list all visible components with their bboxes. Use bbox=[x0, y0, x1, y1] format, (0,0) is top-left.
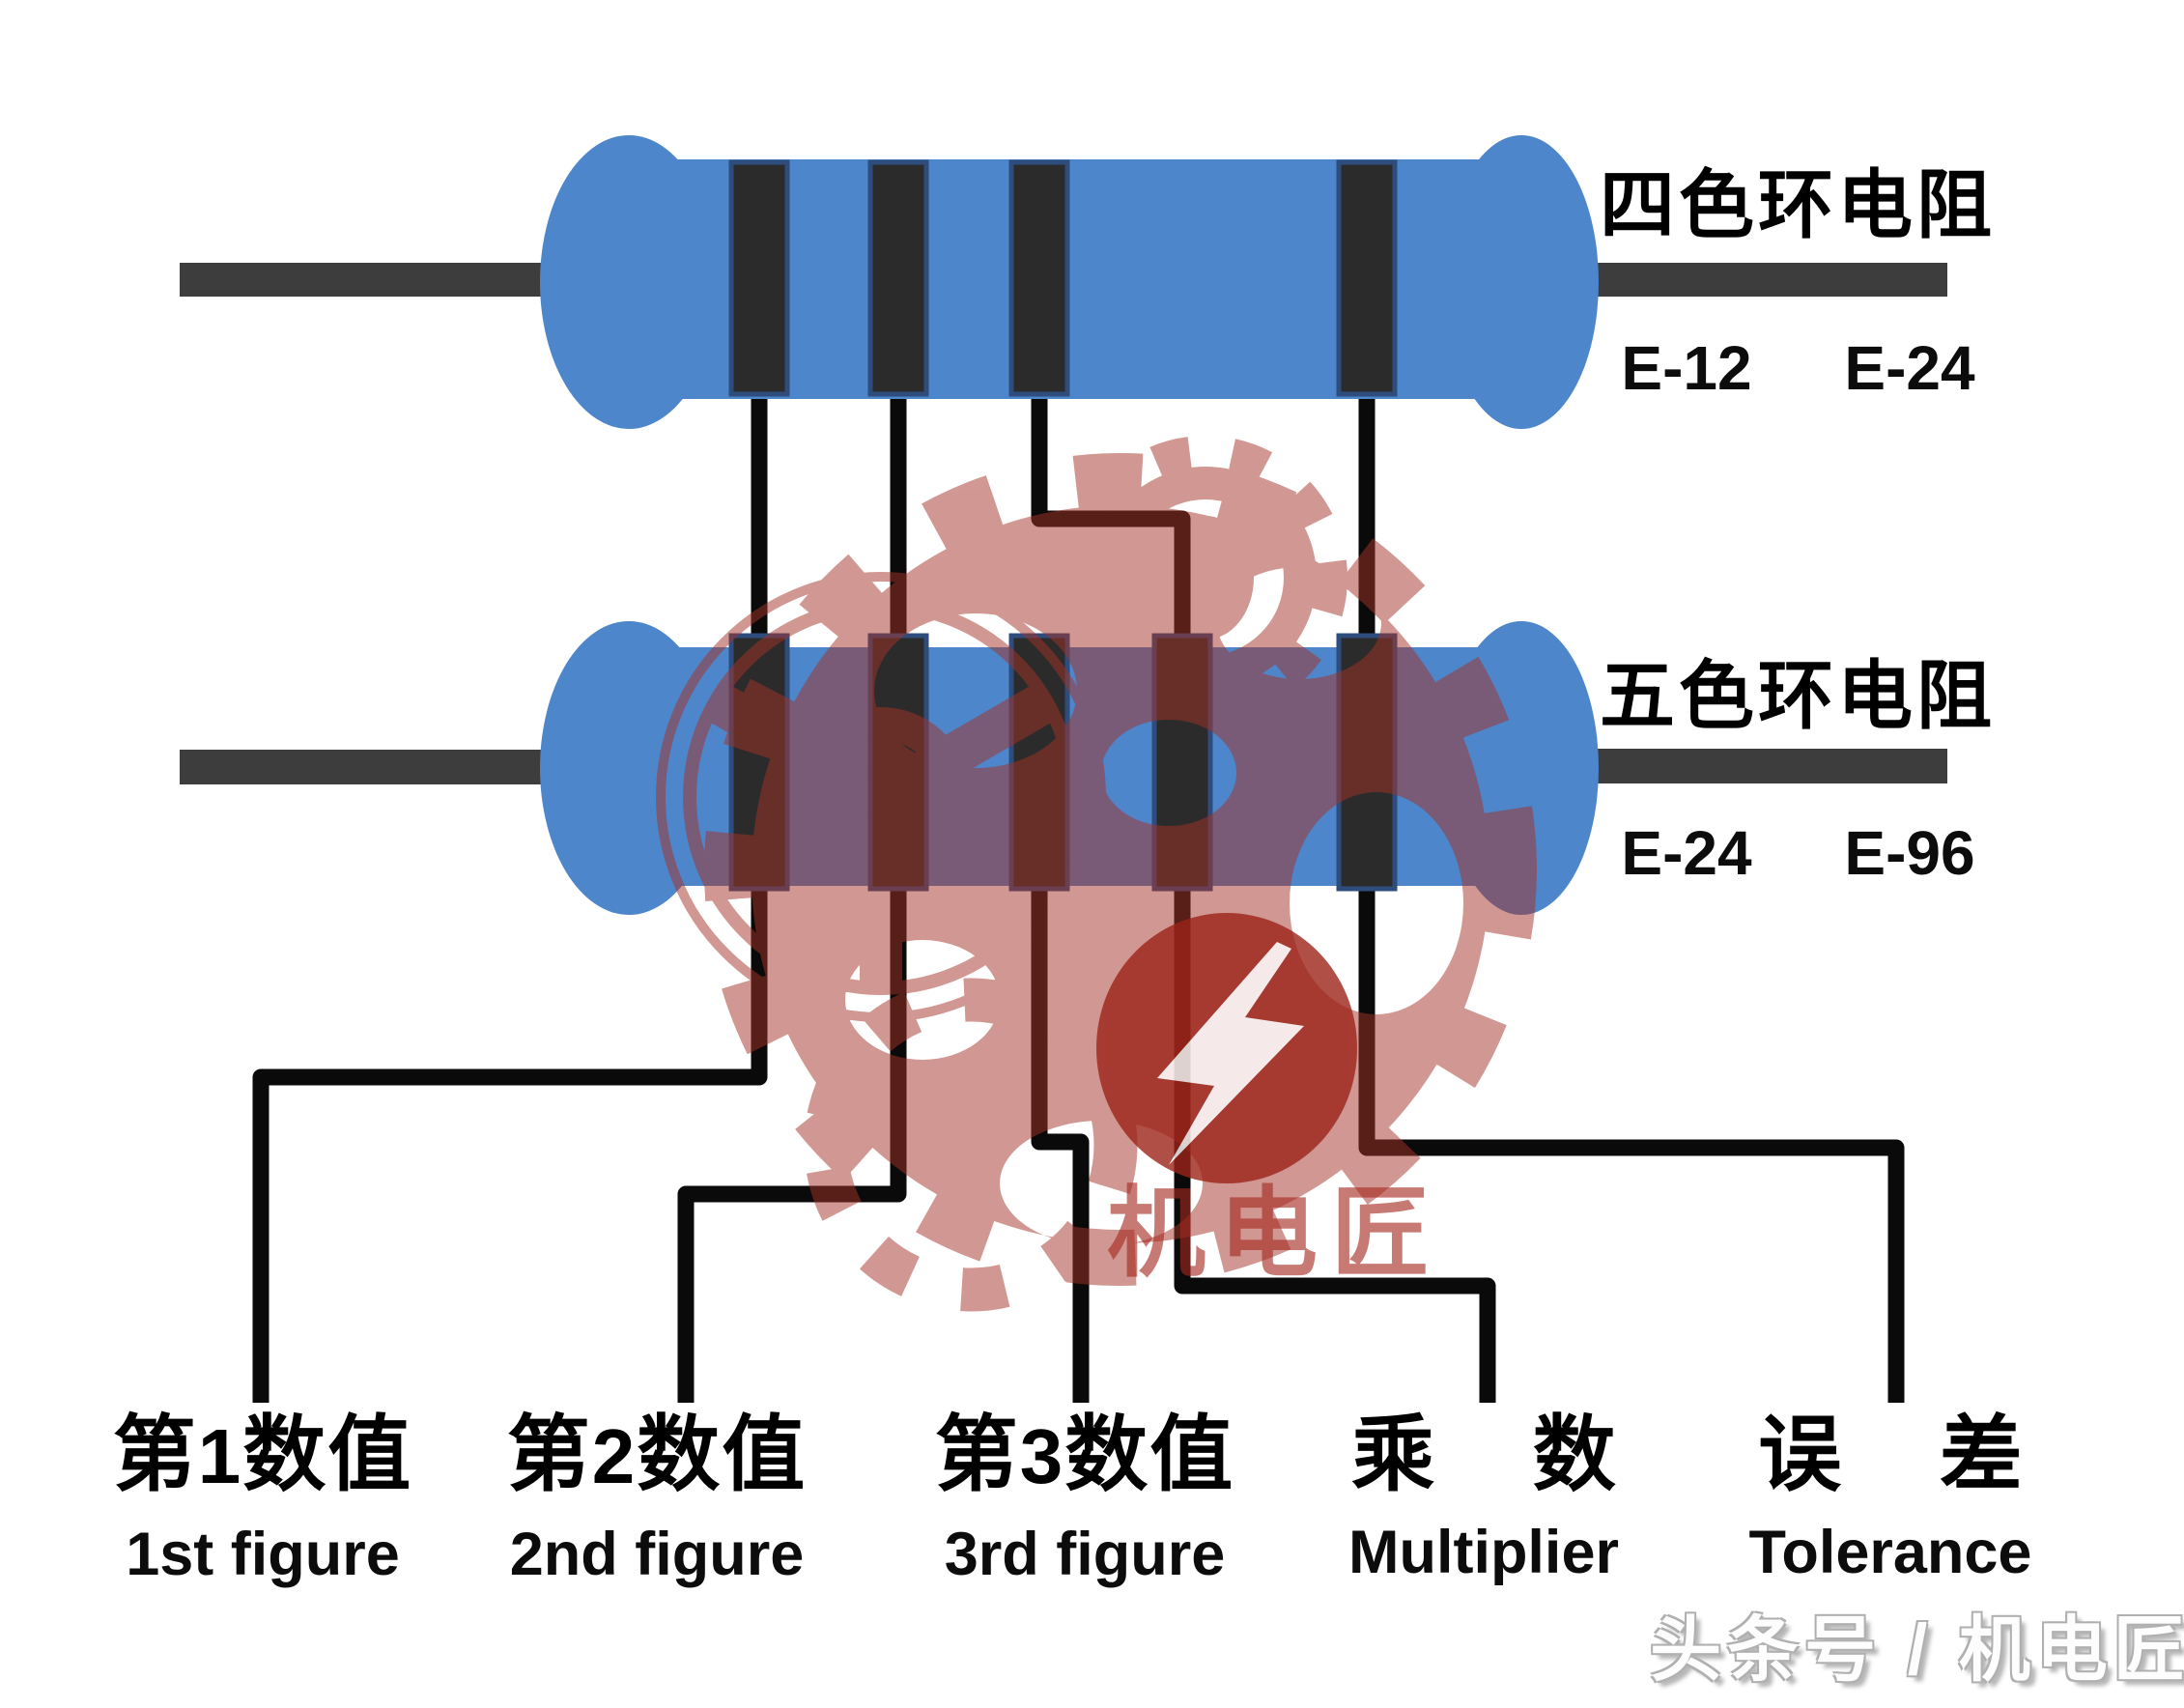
label-en: Tolerance bbox=[1748, 1519, 2032, 1586]
label-cn: 误 差 bbox=[1758, 1409, 2061, 1501]
label-2nd-figure: 第2数值 2nd figure bbox=[507, 1409, 808, 1588]
band-tolerance bbox=[1336, 159, 1398, 397]
lead-wire-left bbox=[180, 263, 549, 297]
four-band-series-left: E-12 bbox=[1621, 333, 1752, 403]
label-cn: 乘 数 bbox=[1351, 1409, 1655, 1501]
footer-watermark-text: 头条号 / 机电匠 bbox=[1650, 1609, 2184, 1690]
large-gear-icon bbox=[704, 453, 1537, 1286]
lead-wire-right bbox=[1592, 749, 1947, 783]
band-1st-figure bbox=[728, 159, 790, 397]
five-band-title: 五色环电阻 bbox=[1599, 654, 1997, 738]
label-en: 1st figure bbox=[126, 1521, 400, 1588]
label-cn: 第3数值 bbox=[934, 1409, 1235, 1501]
connector-line-tolerance bbox=[1358, 396, 1905, 1403]
watermark-logo-text: 机电匠 bbox=[1107, 1179, 1443, 1289]
band-2nd-figure bbox=[867, 159, 929, 397]
five-band-series-left: E-24 bbox=[1621, 818, 1752, 888]
partial-gear-icon bbox=[804, 978, 1138, 1312]
label-en: 3rd figure bbox=[944, 1521, 1226, 1588]
label-multiplier: 乘 数 Multiplier bbox=[1348, 1409, 1619, 1586]
label-tolerance: 误 差 Tolerance bbox=[1749, 1409, 2032, 1586]
lead-wire-left bbox=[180, 750, 549, 784]
four-band-series-right: E-24 bbox=[1844, 333, 1975, 403]
label-cn: 第1数值 bbox=[112, 1409, 413, 1501]
label-en: 2nd figure bbox=[509, 1521, 805, 1588]
watermark-logo: 机电匠 bbox=[656, 436, 1537, 1312]
five-band-series-right: E-96 bbox=[1844, 818, 1975, 888]
label-3rd-figure: 第3数值 3rd figure bbox=[935, 1409, 1235, 1588]
label-cn: 第2数值 bbox=[506, 1409, 808, 1501]
band-multiplier bbox=[1008, 159, 1070, 397]
four-band-resistor bbox=[180, 135, 1947, 429]
lightning-badge bbox=[1096, 913, 1357, 1183]
label-1st-figure: 第1数值 1st figure bbox=[113, 1409, 413, 1588]
label-en: Multiplier bbox=[1348, 1519, 1619, 1586]
four-band-title: 四色环电阻 bbox=[1599, 163, 1997, 247]
lightning-icon bbox=[1157, 942, 1304, 1165]
small-gear-icon bbox=[1064, 436, 1347, 720]
lead-wire-right bbox=[1592, 263, 1947, 297]
